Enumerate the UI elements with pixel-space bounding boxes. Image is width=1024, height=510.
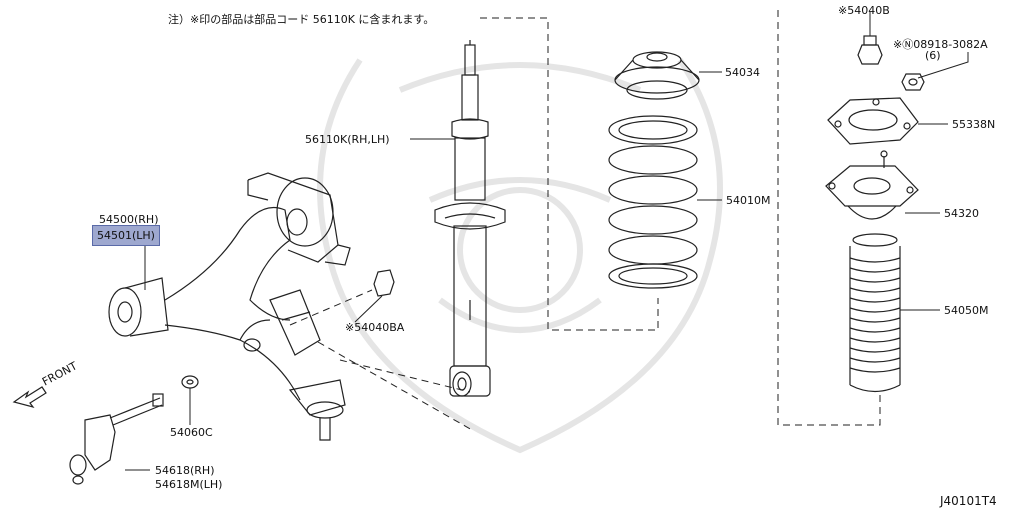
label-54010m: 54010M: [726, 194, 771, 207]
label-54501-text: 54501(LH): [97, 229, 155, 242]
label-55338n: 55338N: [952, 118, 996, 131]
label-08918-qty: (6): [925, 49, 941, 62]
label-54060c: 54060C: [170, 426, 213, 439]
tie-rod-end-drawing: [69, 393, 164, 485]
label-54040ba: ※54040BA: [345, 321, 405, 334]
label-54050m: 54050M: [944, 304, 989, 317]
label-54034: 54034: [725, 66, 760, 79]
strut-plate-drawing: [827, 97, 919, 145]
label-54618m: 54618M(LH): [155, 478, 223, 491]
leader-lines: [125, 12, 969, 471]
label-54501-highlighted[interactable]: 54501(LH): [92, 225, 160, 246]
label-08918-3082a: ※Ⓝ08918-3082A: [893, 38, 988, 51]
spring-insulator-drawing: [614, 51, 700, 100]
label-56110k: 56110K(RH,LH): [305, 133, 390, 146]
header-note: 注）※印の部品は部品コード 56110K に含まれます。: [168, 13, 435, 26]
label-54500: 54500(RH): [99, 213, 159, 226]
label-54618: 54618(RH): [155, 464, 215, 477]
front-arrow-icon: [12, 386, 47, 409]
label-54040b: ※54040B: [838, 4, 890, 17]
nut-54040ba-drawing: [373, 269, 395, 297]
washer-drawing: [181, 375, 199, 389]
nut-54040b-drawing: [857, 44, 883, 65]
strut-mount-drawing: [825, 150, 919, 220]
shock-absorber-drawing: [434, 40, 506, 397]
label-54320: 54320: [944, 207, 979, 220]
bump-bellows-drawing: [849, 233, 901, 393]
assembly-dashed-lines: [289, 10, 881, 431]
coil-spring-drawing: [608, 115, 698, 289]
control-arm-drawing: [108, 172, 351, 441]
figure-code: J40101T4: [940, 494, 997, 508]
